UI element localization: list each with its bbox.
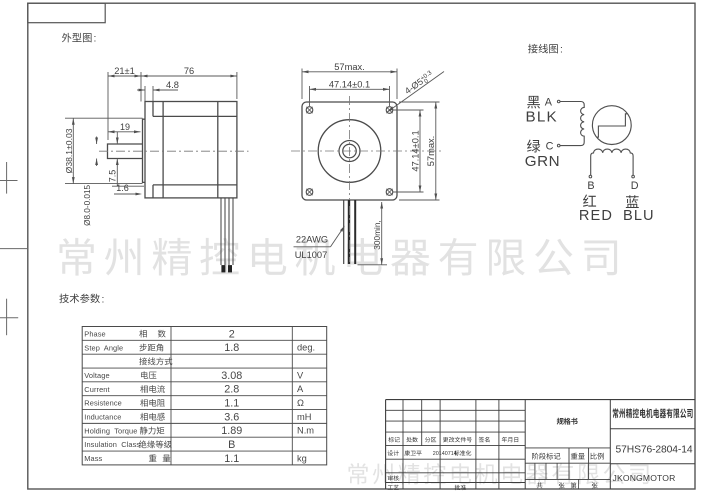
svg-text:V: V [297,370,304,380]
svg-text:Step Angle: Step Angle [84,343,123,352]
svg-text:1.8: 1.8 [224,342,239,354]
svg-text:D: D [631,180,639,192]
svg-text:UL1007: UL1007 [295,250,328,260]
svg-text:4.8: 4.8 [166,80,179,90]
svg-text:deg.: deg. [297,343,315,353]
svg-text:GRN: GRN [525,153,561,170]
svg-text::: : [94,34,97,45]
svg-text:JKONGMOTOR: JKONGMOTOR [613,473,676,483]
svg-text:B: B [587,180,594,192]
svg-text:3.6: 3.6 [224,411,239,423]
svg-text:Resistence: Resistence [84,399,122,408]
svg-text:19: 19 [120,122,130,132]
svg-text:57HS76-2804-14: 57HS76-2804-14 [615,445,692,456]
svg-text:57max.: 57max. [334,62,365,72]
svg-text:Inductance: Inductance [84,413,121,422]
svg-text:57max.: 57max. [426,136,436,167]
svg-text:kg: kg [297,453,307,463]
svg-text:BLU: BLU [623,208,655,224]
svg-text:Current: Current [84,385,109,394]
svg-text:Ω: Ω [297,398,304,408]
svg-text:RED: RED [579,208,613,224]
svg-text:Mass: Mass [84,454,102,463]
svg-text:47.14±0.1: 47.14±0.1 [329,80,370,90]
svg-text:1.6: 1.6 [116,183,129,193]
svg-text:300min,: 300min, [372,220,382,250]
svg-text:Holding Torque: Holding Torque [84,426,137,435]
svg-text:BLK: BLK [526,109,558,126]
svg-text:3.08: 3.08 [221,370,242,382]
svg-text:7.5: 7.5 [108,170,118,183]
svg-text:Phase: Phase [84,330,105,339]
svg-text:21±1: 21±1 [114,66,135,76]
svg-text:Ø38.1±0.03: Ø38.1±0.03 [64,128,74,173]
svg-text::: : [560,45,563,56]
svg-text:A: A [545,97,553,109]
svg-text:Ø8.0-0.015: Ø8.0-0.015 [83,184,92,225]
svg-text:mH: mH [297,412,311,422]
svg-text:1.89: 1.89 [221,425,242,437]
svg-text:B: B [228,439,235,451]
svg-text:2: 2 [229,328,235,340]
svg-text:22AWG: 22AWG [296,234,328,244]
svg-text:1.1: 1.1 [224,398,239,410]
svg-text:76: 76 [184,66,194,76]
svg-text:A: A [297,384,304,394]
svg-text:N.m: N.m [297,426,314,436]
svg-text:Insulation Class: Insulation Class [84,440,140,449]
svg-text:47.14±0.1: 47.14±0.1 [410,130,420,171]
svg-text:C: C [546,141,554,153]
svg-text:Voltage: Voltage [84,371,109,380]
svg-text::: : [102,294,105,305]
svg-text:1.1: 1.1 [224,453,239,465]
svg-text:2.8: 2.8 [224,384,239,396]
svg-text:20140714: 20140714 [433,451,457,457]
